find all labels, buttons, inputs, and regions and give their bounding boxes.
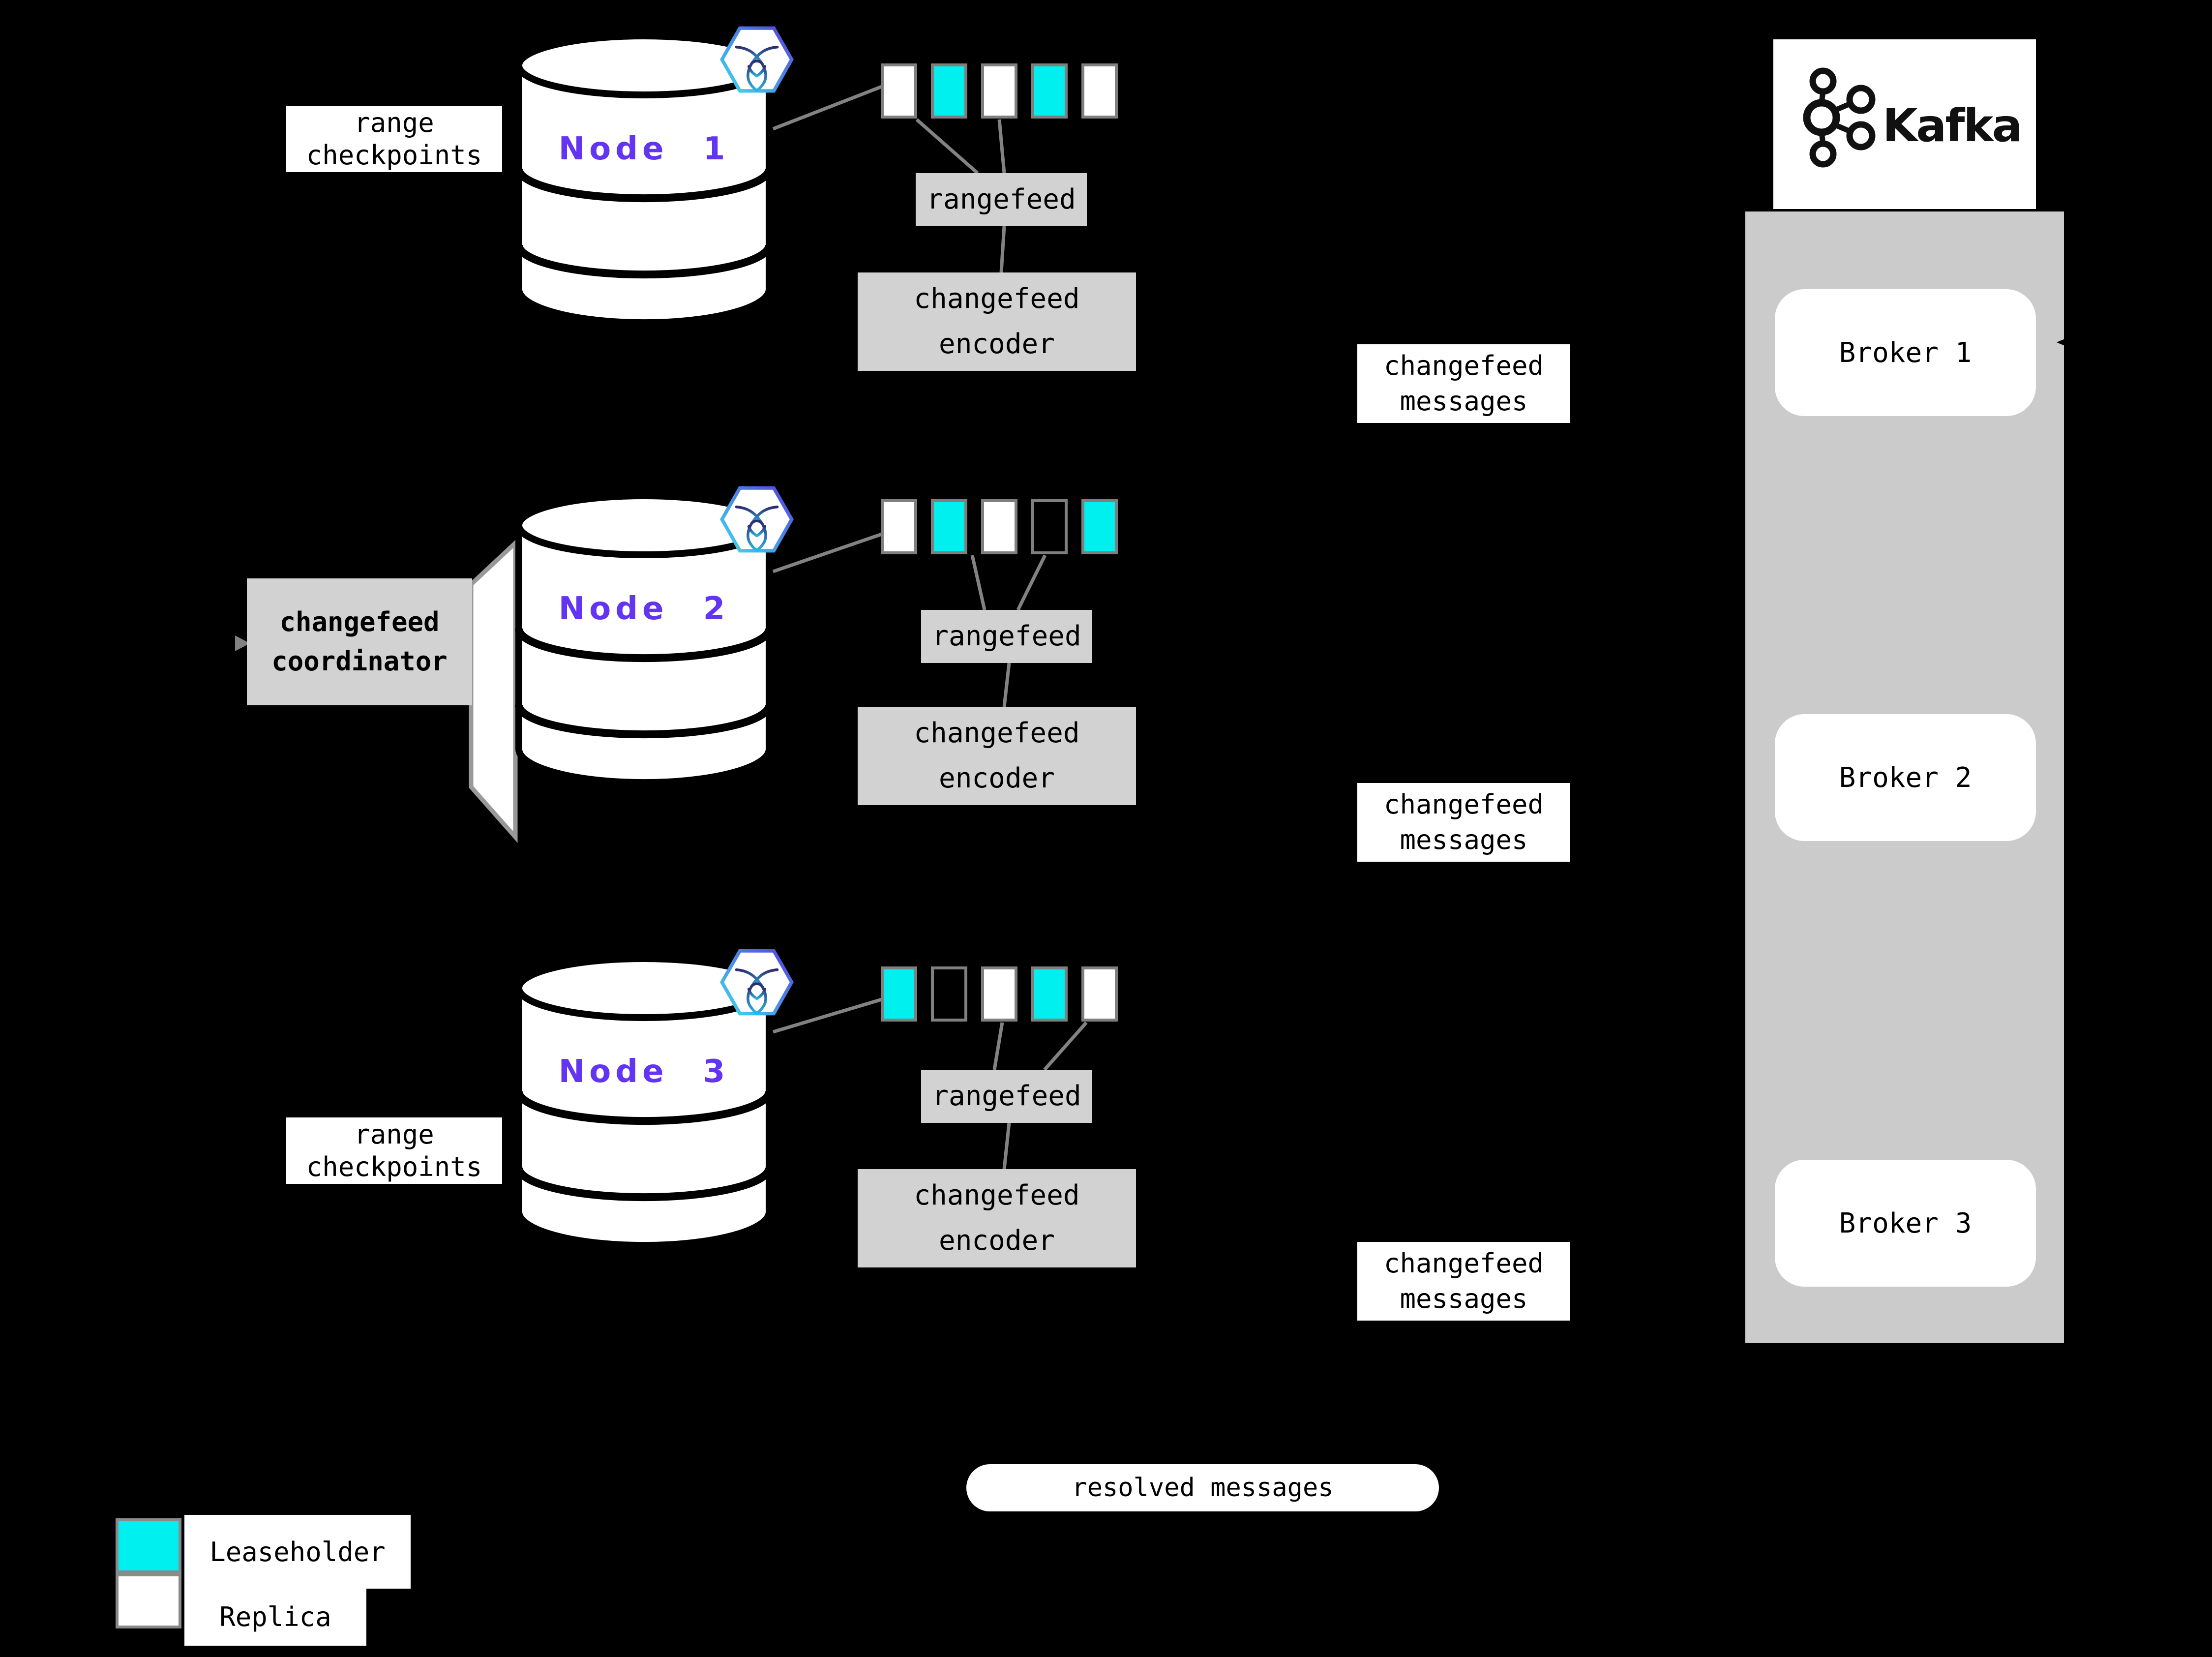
legend-leaseholder-swatch [116, 1518, 181, 1573]
cockroachdb-icon [719, 486, 794, 553]
node-2-ranges-row [881, 499, 1118, 554]
rangefeed-box: rangefeed [921, 610, 1092, 663]
range-square [1081, 63, 1118, 119]
changefeed-encoder-box: changefeed encoder [858, 272, 1136, 371]
changefeed-encoder-box: changefeed encoder [858, 707, 1136, 805]
legend-replica-swatch [116, 1573, 181, 1628]
range-square [881, 966, 917, 1022]
changefeed-messages-label: changefeed messages [1357, 344, 1570, 423]
broker-1-box: Broker 1 [1775, 289, 2036, 416]
range-square [981, 966, 1017, 1022]
range-square [931, 63, 967, 119]
resolved-messages-pill: resolved messages [966, 1464, 1439, 1511]
coordinator-funnel [469, 538, 518, 843]
range-square [931, 966, 967, 1022]
cockroachdb-icon [719, 949, 794, 1016]
changefeed-messages-label: changefeed messages [1357, 783, 1570, 862]
node-label: Node 3 [558, 1054, 730, 1090]
node-1-group: Node 1 [515, 26, 794, 331]
rangefeed-box: rangefeed [921, 1070, 1092, 1123]
rangefeed-box: rangefeed [916, 173, 1087, 226]
node-label: Node 1 [558, 131, 730, 167]
changefeed-encoder-box: changefeed encoder [858, 1169, 1136, 1267]
broker-3-box: Broker 3 [1775, 1160, 2036, 1287]
range-square [1031, 499, 1068, 554]
legend-leaseholder-label: Leaseholder [184, 1515, 411, 1589]
range-checkpoints-label-top: range checkpoints [286, 106, 502, 172]
range-square [881, 499, 917, 554]
changefeed-coordinator-box: changefeed coordinator [247, 578, 472, 705]
database-cylinder-icon [515, 492, 773, 786]
range-checkpoints-label-bottom: range checkpoints [286, 1117, 502, 1184]
range-square [881, 63, 917, 119]
range-square [1031, 63, 1068, 119]
range-square [1081, 499, 1118, 554]
cockroachdb-icon [719, 26, 794, 93]
legend-replica-label: Replica [184, 1588, 366, 1646]
kafka-wordmark: Kafka [1883, 99, 2023, 152]
node-3-group: Node 3 [515, 949, 794, 1254]
broker-2-box: Broker 2 [1775, 714, 2036, 841]
database-cylinder-icon [515, 955, 773, 1249]
range-square [1081, 966, 1118, 1022]
database-cylinder-icon [515, 32, 773, 327]
node-1-ranges-row [881, 63, 1118, 119]
node-label: Node 2 [558, 591, 730, 627]
range-square [1031, 966, 1068, 1022]
range-square [931, 499, 967, 554]
range-square [981, 499, 1017, 554]
changefeed-messages-label: changefeed messages [1357, 1242, 1570, 1321]
node-2-group: Node 2 [515, 486, 794, 791]
range-square [981, 63, 1017, 119]
node-3-ranges-row [881, 966, 1118, 1022]
